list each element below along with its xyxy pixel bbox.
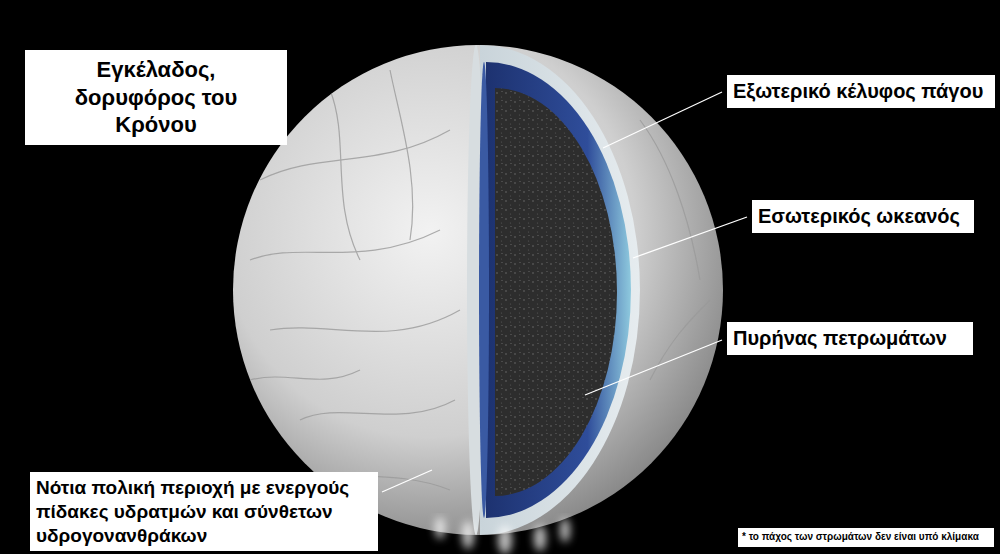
ocean-section bbox=[486, 62, 631, 518]
ice-shell-section bbox=[480, 45, 640, 535]
rock-core-section bbox=[495, 88, 617, 496]
label-box: Πυρήνας πετρωμάτων bbox=[727, 322, 973, 355]
label-box: Νότια πολική περιοχή με ενεργούς πίδακες… bbox=[30, 472, 378, 551]
water-plumes bbox=[435, 517, 570, 554]
label-box: Εξωτερικό κέλυφος πάγου bbox=[727, 75, 995, 108]
title-box: Εγκέλαδος, δορυφόρος του Κρόνου bbox=[25, 50, 287, 145]
moon-surface bbox=[233, 45, 723, 535]
label-text: Εσωτερικός ωκεανός bbox=[758, 204, 968, 229]
label-text: Νότια πολική περιοχή με ενεργούς πίδακες… bbox=[36, 476, 372, 547]
label-text: Εξωτερικό κέλυφος πάγου bbox=[733, 79, 989, 104]
note-box: * το πάχος των στρωμάτων δεν είναι υπό κ… bbox=[738, 528, 994, 547]
leader-lines bbox=[382, 92, 747, 492]
label-text: * το πάχος των στρωμάτων δεν είναι υπό κ… bbox=[742, 531, 990, 544]
label-text: Πυρήνας πετρωμάτων bbox=[733, 326, 967, 351]
cut-plane-ocean bbox=[479, 62, 489, 518]
label-box: Εσωτερικός ωκεανός bbox=[752, 200, 974, 233]
label-text: Εγκέλαδος, δορυφόρος του Κρόνου bbox=[35, 56, 277, 139]
